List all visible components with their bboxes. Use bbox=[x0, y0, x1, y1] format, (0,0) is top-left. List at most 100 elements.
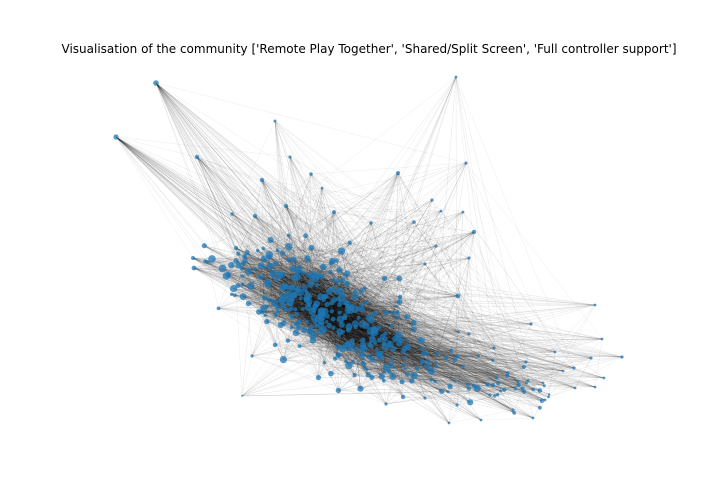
graph-edge bbox=[402, 364, 450, 424]
graph-edge bbox=[228, 274, 387, 405]
graph-edge bbox=[241, 268, 364, 341]
graph-edge bbox=[366, 322, 414, 326]
graph-edge bbox=[115, 136, 350, 243]
graph-edge bbox=[269, 266, 375, 314]
graph-edge bbox=[456, 257, 470, 406]
graph-edge bbox=[288, 250, 342, 260]
graph-edge bbox=[155, 82, 223, 269]
graph-edge bbox=[231, 213, 442, 392]
graph-edge bbox=[526, 357, 592, 384]
graph-edge bbox=[294, 76, 457, 296]
graph-edge bbox=[477, 366, 524, 389]
graph-edge bbox=[354, 357, 592, 376]
graph-edge bbox=[115, 136, 373, 334]
graph-edge bbox=[299, 345, 495, 349]
graph-edge bbox=[276, 263, 426, 308]
graph-edge bbox=[487, 357, 592, 385]
graph-edge bbox=[308, 304, 564, 372]
graph-edge bbox=[371, 296, 401, 321]
graph-edge bbox=[268, 274, 314, 285]
graph-edge bbox=[288, 199, 433, 298]
graph-edge bbox=[330, 271, 430, 366]
graph-edge bbox=[392, 231, 475, 377]
graph-edge bbox=[244, 252, 283, 257]
graph-edge bbox=[310, 331, 491, 396]
edge-layer bbox=[115, 76, 623, 424]
graph-edge bbox=[321, 162, 467, 277]
graph-edge bbox=[312, 304, 596, 341]
graph-edge bbox=[196, 156, 437, 247]
graph-edge bbox=[345, 361, 546, 401]
graph-edge bbox=[337, 346, 458, 406]
graph-edge bbox=[385, 211, 464, 405]
graph-edge bbox=[332, 211, 335, 261]
graph-edge bbox=[254, 215, 313, 312]
graph-edge bbox=[235, 247, 263, 312]
graph-edge bbox=[115, 136, 271, 267]
graph-edge bbox=[289, 156, 459, 297]
graph-edge bbox=[320, 278, 400, 316]
graph-edge bbox=[235, 247, 342, 298]
graph-edge bbox=[235, 247, 509, 374]
graph-edge bbox=[323, 266, 361, 389]
graph-edge bbox=[411, 372, 509, 382]
graph-edge bbox=[288, 297, 348, 304]
graph-edge bbox=[283, 329, 375, 360]
graph-edge bbox=[349, 242, 385, 373]
graph-edge bbox=[333, 279, 340, 313]
graph-edge bbox=[241, 260, 333, 269]
graph-edge bbox=[196, 156, 353, 308]
graph-edge bbox=[346, 303, 464, 367]
graph-edge bbox=[299, 76, 457, 347]
graph-edge bbox=[371, 348, 423, 378]
graph-edge bbox=[115, 136, 400, 303]
graph-edge bbox=[377, 353, 458, 406]
graph-edge bbox=[261, 179, 475, 386]
graph-edge bbox=[266, 317, 292, 322]
graph-edge bbox=[383, 343, 564, 372]
graph-edge bbox=[455, 361, 527, 382]
graph-edge bbox=[297, 270, 470, 335]
graph-edge bbox=[279, 274, 309, 308]
graph-edge bbox=[372, 338, 457, 357]
graph-edge bbox=[288, 246, 459, 297]
graph-edge bbox=[193, 267, 404, 352]
graph-edge bbox=[222, 268, 529, 381]
graph-edge bbox=[281, 173, 312, 301]
graph-edge bbox=[462, 211, 575, 369]
graph-edge bbox=[436, 353, 470, 389]
graph-edge bbox=[310, 173, 415, 223]
graph-edge bbox=[348, 76, 457, 327]
graph-edge bbox=[333, 211, 348, 344]
graph-edge bbox=[297, 270, 459, 297]
graph-edge bbox=[378, 326, 470, 335]
graph-edge bbox=[329, 290, 532, 325]
graph-edge bbox=[262, 259, 289, 278]
graph-edge bbox=[333, 211, 336, 359]
graph-edge bbox=[294, 294, 592, 359]
graph-edge bbox=[420, 340, 437, 364]
graph-edge bbox=[261, 179, 297, 272]
graph-edge bbox=[254, 215, 276, 316]
graph-edge bbox=[341, 324, 346, 346]
graph-edge bbox=[155, 82, 292, 310]
graph-edge bbox=[318, 334, 340, 378]
graph-edge bbox=[241, 278, 400, 397]
graph-edge bbox=[251, 173, 312, 357]
graph-edge bbox=[421, 348, 515, 414]
graph-edge bbox=[391, 296, 401, 366]
graph-edge bbox=[192, 257, 322, 332]
graph-edge bbox=[192, 257, 301, 299]
graph-edge bbox=[305, 211, 464, 300]
graph-edge bbox=[399, 296, 498, 395]
graph-edge bbox=[155, 82, 534, 390]
graph-edge bbox=[325, 296, 596, 306]
graph-edge bbox=[385, 316, 408, 405]
graph-edge bbox=[316, 303, 403, 365]
graph-edge bbox=[196, 156, 266, 316]
graph-edge bbox=[392, 350, 424, 355]
graph-edge bbox=[288, 297, 355, 376]
graph-edge bbox=[339, 334, 376, 343]
graph-edge bbox=[297, 242, 350, 329]
graph-edge bbox=[282, 305, 349, 350]
